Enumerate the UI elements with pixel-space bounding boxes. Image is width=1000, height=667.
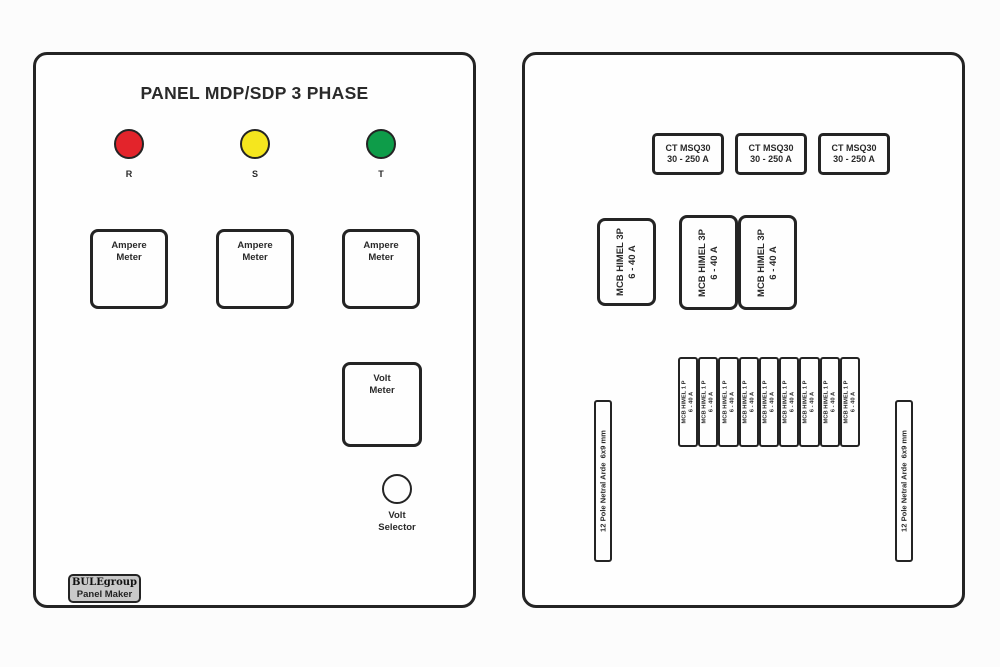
phase-label-r: R — [125, 169, 133, 179]
ct-unit-model: CT MSQ30 — [831, 143, 877, 153]
ampere-meter-label: Ampere Meter — [363, 240, 399, 263]
ampere-meter-label: Ampere Meter — [237, 240, 273, 263]
ct-unit-model: CT MSQ30 — [748, 143, 794, 153]
neutral-bar-label: 12 Pole Netral Arde 6x9 mm — [899, 430, 909, 532]
volt-meter-label: Volt Meter — [369, 373, 395, 396]
phase-label-t: T — [378, 169, 384, 179]
indicator-phase-t: T — [351, 129, 411, 179]
mcb-3p-unit-3: MCB HIMEL 3P 6 - 40 A — [738, 215, 797, 310]
mcb-1p-unit-8: MCB HIMEL 1 P 6 - 40 A — [819, 357, 840, 447]
mcb-3p-unit-2: MCB HIMEL 3P 6 - 40 A — [679, 215, 738, 310]
indicator-phase-r: R — [99, 129, 159, 179]
mcb-3p-label: MCB HIMEL 3P 6 - 40 A — [696, 228, 720, 297]
phase-label-s: S — [251, 169, 258, 179]
mcb-1p-unit-4: MCB HIMEL 1 P 6 - 40 A — [738, 357, 759, 447]
left-panel-mdp-front: PANEL MDP/SDP 3 PHASE R S T Ampere Meter… — [33, 52, 476, 608]
mcb-1p-label: MCB HIMEL 1 P 6 - 40 A — [802, 380, 816, 424]
ct-unit-3: CT MSQ30 30 - 250 A — [818, 133, 890, 175]
mcb-1p-unit-5: MCB HIMEL 1 P 6 - 40 A — [758, 357, 780, 447]
ampere-meter-2: Ampere Meter — [216, 229, 294, 309]
mcb-1p-label: MCB HIMEL 1 P 6 - 40 A — [782, 380, 796, 424]
mcb-1p-label: MCB HIMEL 1 P 6 - 40 A — [741, 380, 755, 424]
ct-unit-2: CT MSQ30 30 - 250 A — [735, 133, 807, 175]
mcb-1p-label: MCB HIMEL 1 P 6 - 40 A — [761, 380, 775, 424]
neutral-bar-right: 12 Pole Netral Arde 6x9 mm — [895, 400, 913, 562]
indicator-phase-s: S — [225, 129, 285, 179]
ct-unit-model: CT MSQ30 — [665, 143, 711, 153]
ct-unit-rating: 30 - 250 A — [750, 154, 792, 164]
lamp-green-icon — [366, 129, 396, 159]
mcb-1p-row: MCB HIMEL 1 P 6 - 40 A MCB HIMEL 1 P 6 -… — [678, 357, 860, 447]
mcb-1p-label: MCB HIMEL 1 P 6 - 40 A — [721, 380, 735, 424]
neutral-bar-label: 12 Pole Netral Arde 6x9 mm — [598, 430, 608, 532]
ampere-meter-label: Ampere Meter — [111, 240, 147, 263]
ct-unit-1: CT MSQ30 30 - 250 A — [652, 133, 724, 175]
ampere-meter-3: Ampere Meter — [342, 229, 420, 309]
mcb-1p-unit-1: MCB HIMEL 1 P 6 - 40 A — [678, 357, 699, 447]
volt-meter: Volt Meter — [342, 362, 422, 447]
mcb-3p-label: MCB HIMEL 3P 6 - 40 A — [755, 228, 779, 297]
maker-badge-subtitle: Panel Maker — [76, 589, 133, 600]
mcb-1p-unit-6: MCB HIMEL 1 P 6 - 40 A — [779, 357, 800, 447]
ct-unit-rating: 30 - 250 A — [833, 154, 875, 164]
mcb-1p-unit-2: MCB HIMEL 1 P 6 - 40 A — [698, 357, 719, 447]
maker-badge-brand: BULEgroup — [71, 577, 138, 588]
mcb-3p-label: MCB HIMEL 3P 6 - 40 A — [614, 228, 638, 296]
volt-selector: Volt Selector — [366, 474, 428, 533]
neutral-bar-left: 12 Pole Netral Arde 6x9 mm — [594, 400, 612, 562]
right-panel-interior: CT MSQ30 30 - 250 A CT MSQ30 30 - 250 A … — [522, 52, 965, 608]
mcb-1p-label: MCB HIMEL 1 P 6 - 40 A — [822, 380, 836, 424]
mcb-1p-label: MCB HIMEL 1 P 6 - 40 A — [701, 380, 715, 424]
panel-title: PANEL MDP/SDP 3 PHASE — [140, 83, 369, 103]
mcb-1p-unit-3: MCB HIMEL 1 P 6 - 40 A — [718, 357, 739, 447]
maker-badge: BULEgroup Panel Maker — [68, 574, 141, 603]
mcb-1p-label: MCB HIMEL 1 P 6 - 40 A — [842, 380, 856, 424]
ct-unit-rating: 30 - 250 A — [667, 154, 709, 164]
mcb-1p-label: MCB HIMEL 1 P 6 - 40 A — [681, 380, 695, 424]
ampere-meter-1: Ampere Meter — [90, 229, 168, 309]
lamp-yellow-icon — [240, 129, 270, 159]
mcb-3p-unit-1: MCB HIMEL 3P 6 - 40 A — [597, 218, 656, 306]
volt-selector-label: Volt Selector — [378, 510, 416, 533]
volt-selector-knob-icon — [382, 474, 412, 504]
mcb-1p-unit-9: MCB HIMEL 1 P 6 - 40 A — [839, 357, 860, 447]
lamp-red-icon — [114, 129, 144, 159]
mcb-1p-unit-7: MCB HIMEL 1 P 6 - 40 A — [799, 357, 820, 447]
